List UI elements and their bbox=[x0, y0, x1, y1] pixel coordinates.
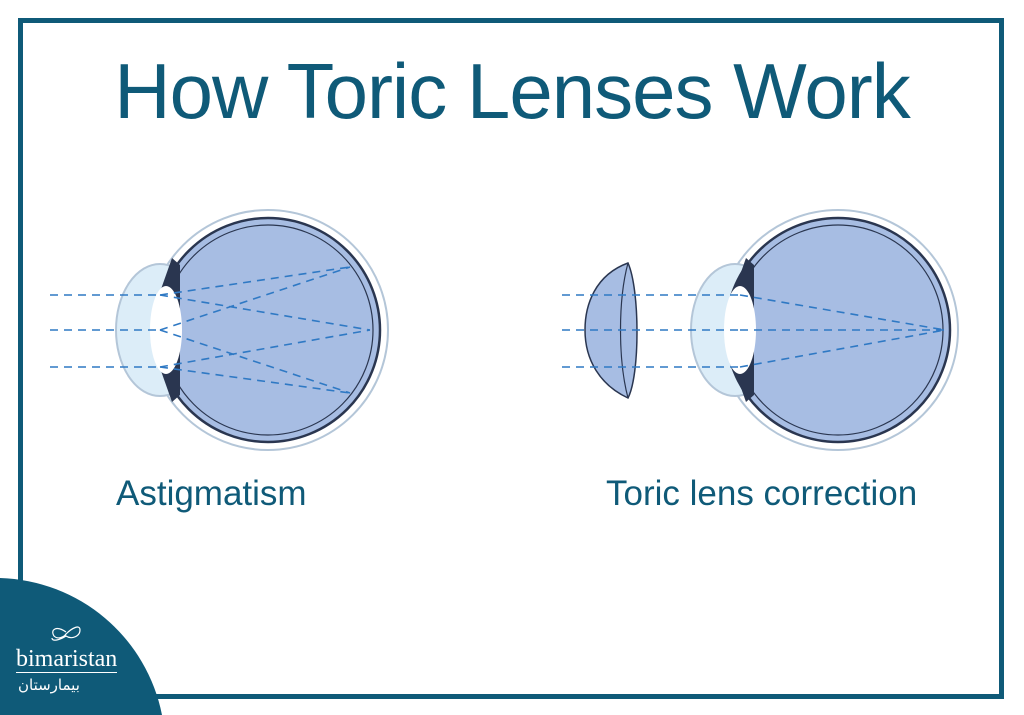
light-rays bbox=[50, 266, 371, 394]
astigmatism-label: Astigmatism bbox=[116, 474, 307, 513]
light-rays bbox=[562, 294, 946, 368]
logo-background bbox=[0, 578, 162, 715]
page-title: How Toric Lenses Work bbox=[114, 47, 910, 135]
frame-border bbox=[18, 18, 1004, 699]
astigmatic-eye bbox=[50, 209, 389, 451]
butterfly-icon bbox=[51, 626, 81, 641]
logo-arabic-text: بيمارستان bbox=[18, 676, 80, 694]
logo-text: bimaristan bbox=[16, 646, 118, 673]
toric-correction-label: Toric lens correction bbox=[606, 474, 918, 513]
corrected-eye bbox=[562, 209, 959, 451]
